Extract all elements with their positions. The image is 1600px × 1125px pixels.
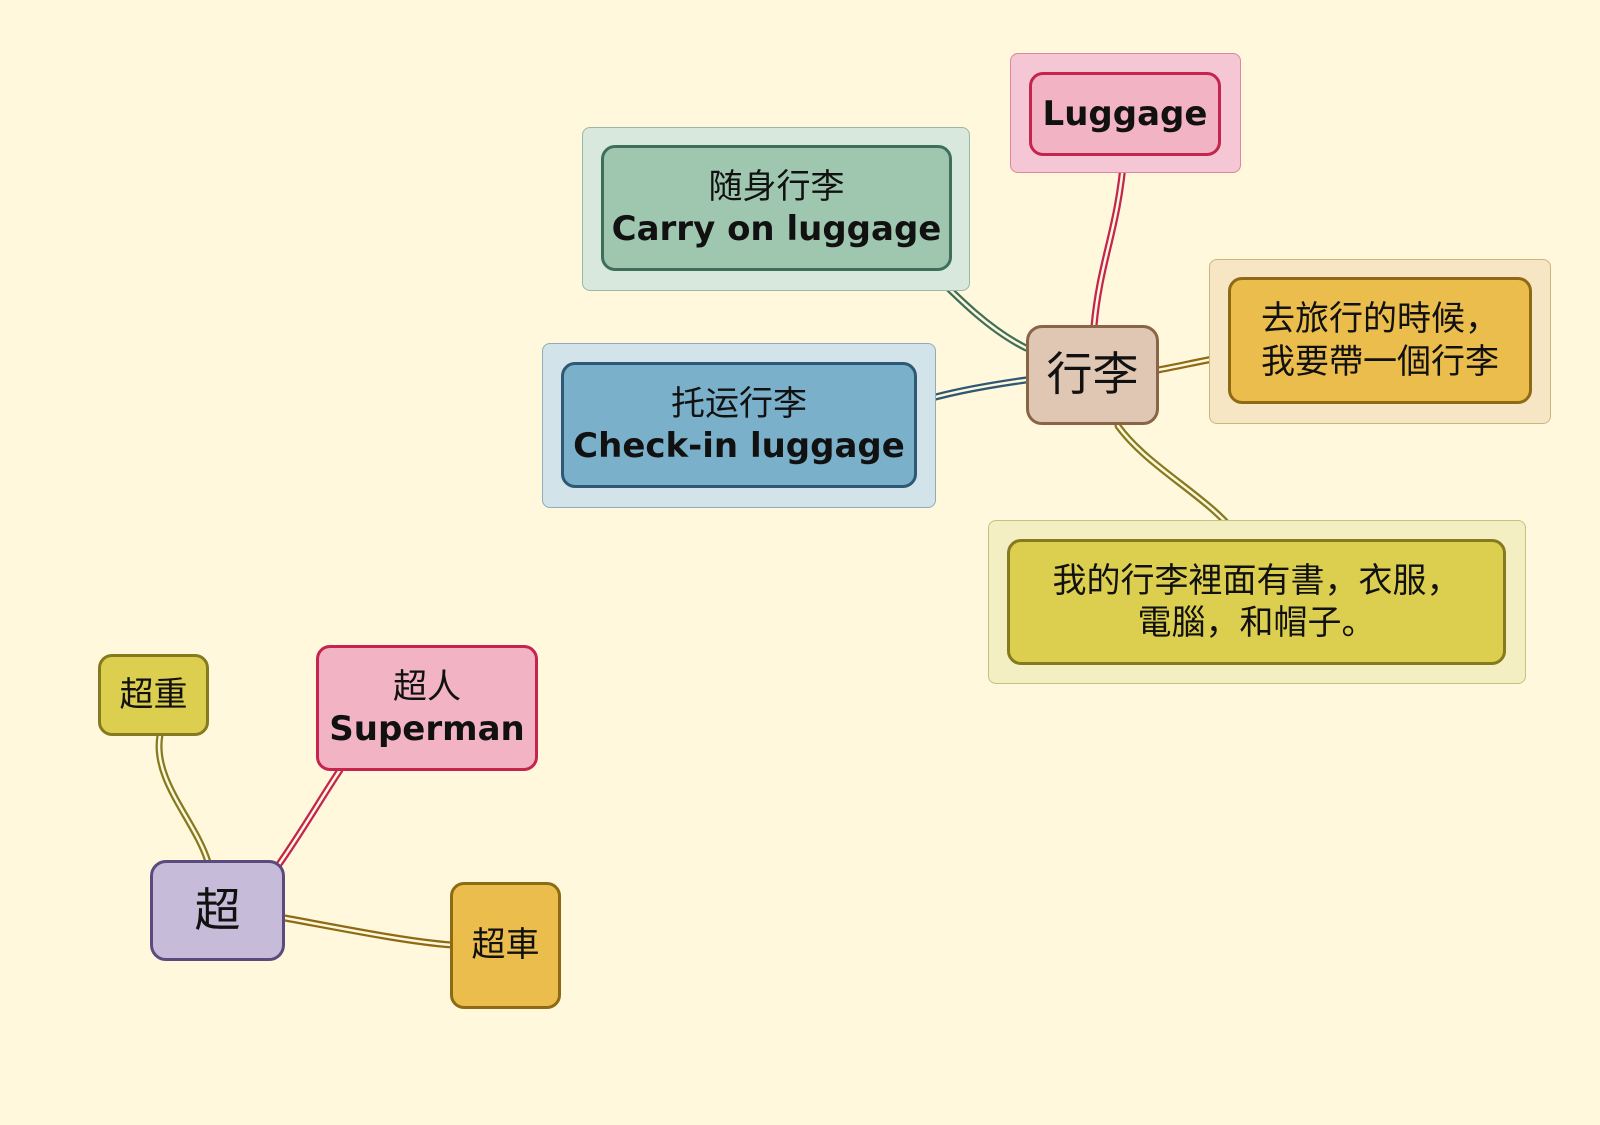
- node-chaozhong-label: 超重: [119, 674, 188, 715]
- node-superman[interactable]: 超人 Superman: [316, 645, 538, 771]
- topic-label-xingli: 行李: [1046, 347, 1139, 402]
- link-inner: [283, 916, 454, 947]
- node-contents[interactable]: 我的行李裡面有書，衣服， 電腦，和帽子。: [1007, 539, 1506, 665]
- node-carry-on-zh: 随身行李: [708, 166, 845, 207]
- node-luggage-label: Luggage: [1042, 93, 1208, 134]
- node-travel-line2: 我要帶一個行李: [1261, 341, 1499, 382]
- link-inner: [157, 733, 210, 864]
- topic-node-chao[interactable]: 超: [150, 860, 285, 961]
- node-chaoche-label: 超車: [471, 925, 540, 966]
- link-inner: [273, 768, 342, 872]
- node-carry-on-en: Carry on luggage: [611, 209, 942, 249]
- node-travel[interactable]: 去旅行的時候， 我要帶一個行李: [1228, 277, 1532, 404]
- node-carry-on[interactable]: 随身行李 Carry on luggage: [601, 145, 952, 271]
- node-superman-en: Superman: [329, 709, 525, 749]
- node-superman-zh: 超人: [393, 666, 461, 707]
- node-travel-line1: 去旅行的時候，: [1261, 299, 1499, 339]
- node-chaozhong[interactable]: 超重: [98, 654, 209, 736]
- node-check-in-zh: 托运行李: [671, 383, 807, 424]
- node-check-in[interactable]: 托运行李 Check-in luggage: [561, 362, 917, 488]
- node-chaoche[interactable]: 超車: [450, 882, 561, 1009]
- node-check-in-en: Check-in luggage: [573, 426, 905, 466]
- node-luggage[interactable]: Luggage: [1029, 72, 1221, 156]
- topic-node-xingli[interactable]: 行李: [1026, 325, 1159, 425]
- link-inner: [1092, 153, 1126, 328]
- node-contents-line1: 我的行李裡面有書，衣服，: [1052, 560, 1461, 601]
- node-contents-line2: 電腦，和帽子。: [1137, 603, 1376, 643]
- topic-label-chao: 超: [194, 882, 241, 937]
